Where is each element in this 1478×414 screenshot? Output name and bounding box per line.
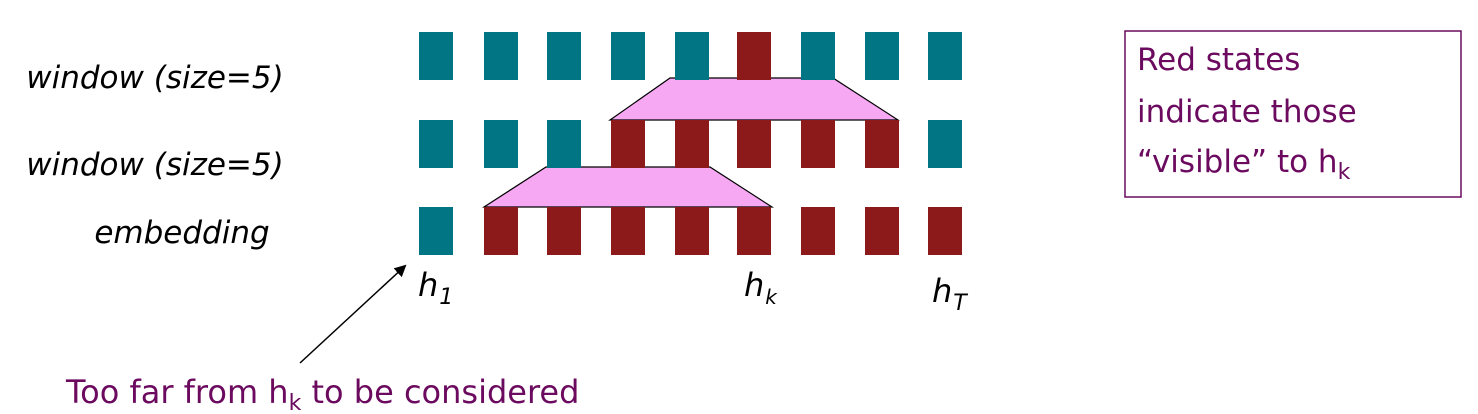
state-cell-middle-2 [484,120,518,168]
hk-label: hk [744,266,778,309]
state-grid [419,32,962,255]
hT-label: hT [932,272,968,316]
row-label-top: window (size=5) [26,60,283,96]
state-cell-middle-8 [865,120,899,168]
legend-box [1124,30,1462,198]
state-cell-middle-7 [801,120,835,168]
state-cell-bottom-2 [484,207,518,255]
state-cell-bottom-4 [611,207,645,255]
state-cell-bottom-7 [801,207,835,255]
row-label-bottom: embedding [94,215,269,251]
state-cell-top-9 [928,32,962,80]
state-cell-top-6 [737,32,771,80]
state-cell-top-1 [419,32,453,80]
state-cell-middle-1 [419,120,453,168]
state-cell-bottom-8 [865,207,899,255]
legend-line-1: Red states [1137,42,1300,78]
state-cell-top-7 [801,32,835,80]
too-far-annotation: Too far from hk to be considered [65,373,579,414]
window-upper-trapezoid [608,77,901,121]
row-label-middle: window (size=5) [26,147,283,183]
state-cell-middle-4 [611,120,645,168]
h1-label: h1 [418,266,453,310]
state-cell-bottom-9 [928,207,962,255]
state-cell-top-3 [547,32,581,80]
state-cell-bottom-5 [675,207,709,255]
state-cell-top-4 [611,32,645,80]
legend-line-3: “visible” to hk [1137,144,1351,185]
state-cell-bottom-3 [547,207,581,255]
state-cell-middle-3 [547,120,581,168]
state-cell-top-2 [484,32,518,80]
state-cell-top-5 [675,32,709,80]
legend-line-2: indicate those [1137,94,1357,130]
state-cell-bottom-6 [737,207,771,255]
state-cell-bottom-1 [419,207,453,255]
state-cell-middle-6 [737,120,771,168]
state-cell-middle-5 [675,120,709,168]
window-lower-trapezoid [481,166,775,208]
state-cell-top-8 [865,32,899,80]
pointer-arrow [299,264,407,364]
state-cell-middle-9 [928,120,962,168]
